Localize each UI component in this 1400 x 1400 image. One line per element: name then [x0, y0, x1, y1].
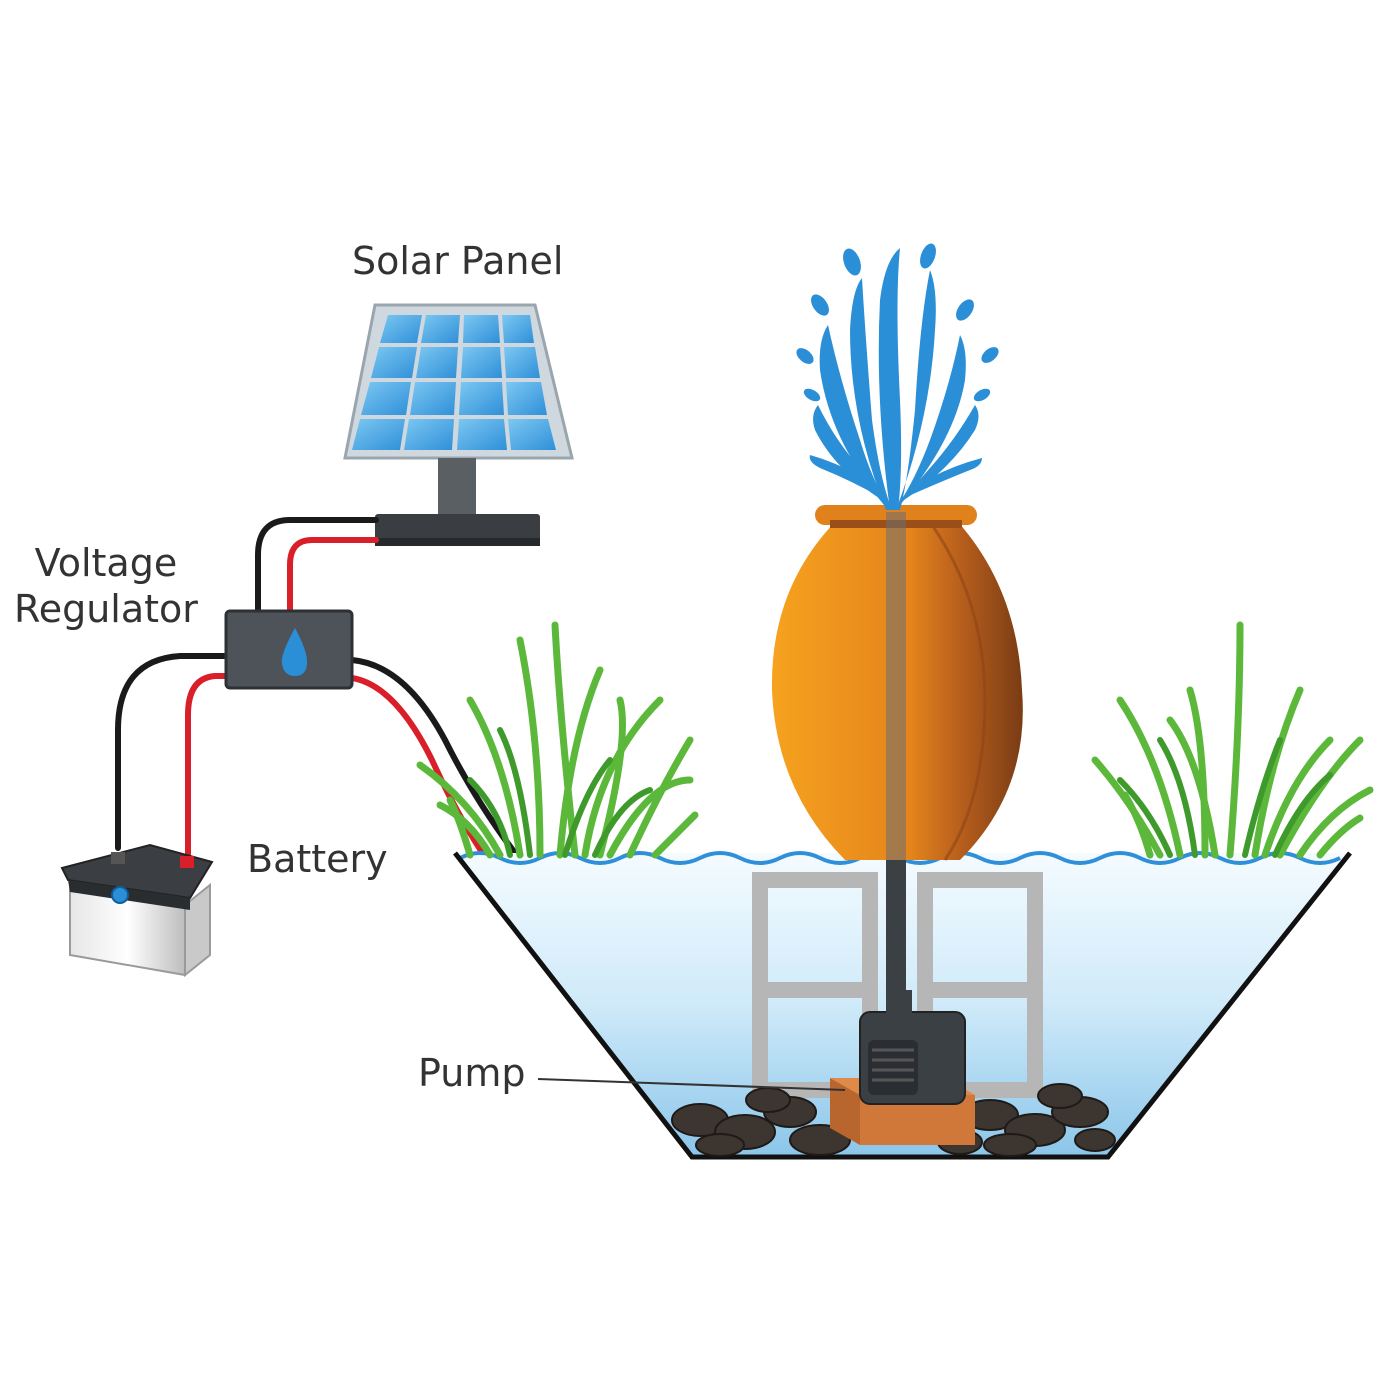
battery-label: Battery [247, 837, 388, 881]
voltage-regulator-label-line2: Regulator [14, 587, 198, 631]
pond-stones [671, 1083, 1116, 1157]
pump-label: Pump [418, 1051, 526, 1095]
urn-rib [928, 521, 987, 861]
voltage-regulator [224, 609, 354, 690]
solar-panel-cells [352, 315, 556, 450]
solar-panel [343, 303, 574, 546]
battery-top [60, 843, 214, 900]
wires-regulator-battery [115, 653, 231, 859]
pipe-inside-urn [886, 512, 906, 860]
battery [60, 843, 214, 978]
pond-edge [453, 851, 1352, 1160]
wire-positive-battery [185, 673, 231, 859]
grass-left [416, 621, 699, 859]
water-drop-icon [281, 628, 308, 676]
grass-right [1091, 621, 1374, 859]
pump-grille-lines [872, 1048, 914, 1082]
pump-assembly [537, 990, 975, 1145]
voltage-regulator-label-line1: Voltage [34, 541, 178, 585]
pipe-below-urn [886, 860, 906, 995]
grass-left-dark [467, 727, 653, 858]
fountain-pipe [886, 512, 906, 995]
battery-terminal-negative [111, 852, 125, 864]
wire-positive-panel [287, 537, 379, 615]
solar-panel-label: Solar Panel [352, 239, 564, 283]
pump-pointer-line [537, 1078, 846, 1091]
solar-panel-base-shadow [375, 538, 540, 546]
voltage-regulator-label: Voltage Regulator [14, 540, 198, 632]
solar-panel-pole [438, 458, 476, 520]
pump-brick-front [830, 1078, 860, 1145]
battery-terminal-positive [180, 856, 194, 868]
battery-indicator [111, 886, 129, 904]
wires-panel-regulator [255, 517, 379, 615]
wire-negative-panel [255, 517, 379, 615]
water-spray [796, 243, 999, 510]
pump-grille [868, 1040, 918, 1095]
wire-negative-battery [115, 653, 231, 851]
urn-stand [752, 872, 1043, 1098]
grass-right-dark [1117, 737, 1333, 858]
battery-body-side [184, 882, 211, 978]
